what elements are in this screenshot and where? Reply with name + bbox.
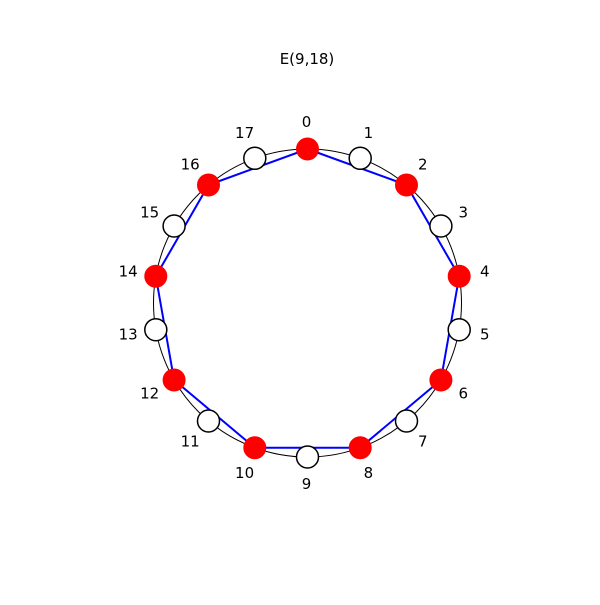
onset-node <box>348 436 372 460</box>
step-label: 13 <box>119 325 138 343</box>
step-nodes <box>144 137 471 469</box>
step-label: 10 <box>235 464 254 482</box>
onset-node <box>395 173 418 197</box>
rest-node <box>196 409 221 433</box>
onset-node <box>429 368 453 392</box>
onset-node <box>162 368 186 392</box>
rest-node <box>295 445 320 469</box>
step-label: 14 <box>119 263 138 281</box>
onset-node <box>296 137 319 161</box>
step-label: 12 <box>140 385 159 403</box>
rest-node <box>348 146 372 171</box>
step-label: 11 <box>181 433 200 451</box>
onset-node <box>144 264 168 288</box>
step-label: 17 <box>235 124 254 142</box>
onset-node <box>447 264 471 288</box>
step-label: 5 <box>480 325 490 343</box>
step-label: 4 <box>480 263 490 281</box>
rest-node <box>429 214 453 238</box>
rest-node <box>394 409 419 433</box>
onset-node <box>197 173 220 197</box>
step-label: 16 <box>181 155 200 173</box>
rest-node <box>144 317 168 342</box>
rest-node <box>162 214 186 238</box>
step-label: 1 <box>364 124 374 142</box>
rest-node <box>447 317 471 342</box>
step-label: 8 <box>364 464 374 482</box>
diagram-title: E(9,18) <box>280 50 335 68</box>
step-label: 9 <box>302 475 312 493</box>
step-label: 15 <box>140 204 159 222</box>
rhythm-circle <box>153 148 462 458</box>
step-label: 7 <box>418 433 428 451</box>
step-label: 2 <box>418 155 428 173</box>
step-label: 0 <box>302 113 312 131</box>
step-label: 6 <box>459 385 469 403</box>
onset-node <box>243 436 267 460</box>
step-label: 3 <box>459 204 469 222</box>
rest-node <box>243 146 267 171</box>
